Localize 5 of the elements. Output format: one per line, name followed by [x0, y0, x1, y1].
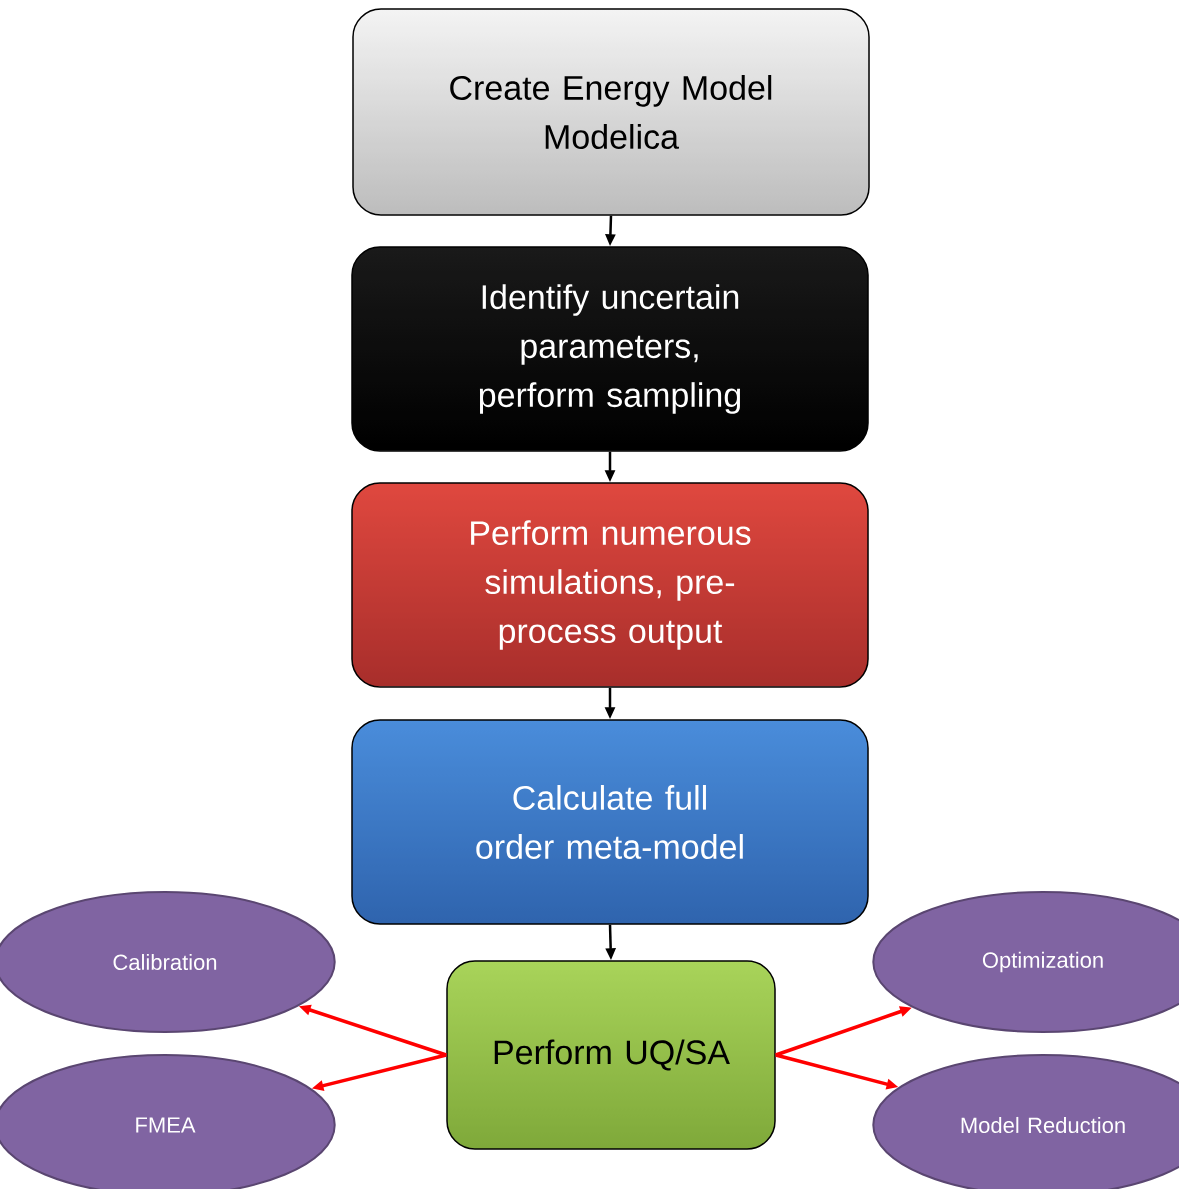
process-box: Perform UQ/SA — [446, 960, 776, 1150]
process-box: Perform numerous simulations, pre-process output — [351, 482, 869, 688]
process-box: Create Energy Model Modelica — [352, 8, 870, 216]
process-box: Identify uncertain parameters, perform sampling — [351, 246, 869, 452]
process-box: Calculate full order meta-model — [351, 719, 869, 925]
